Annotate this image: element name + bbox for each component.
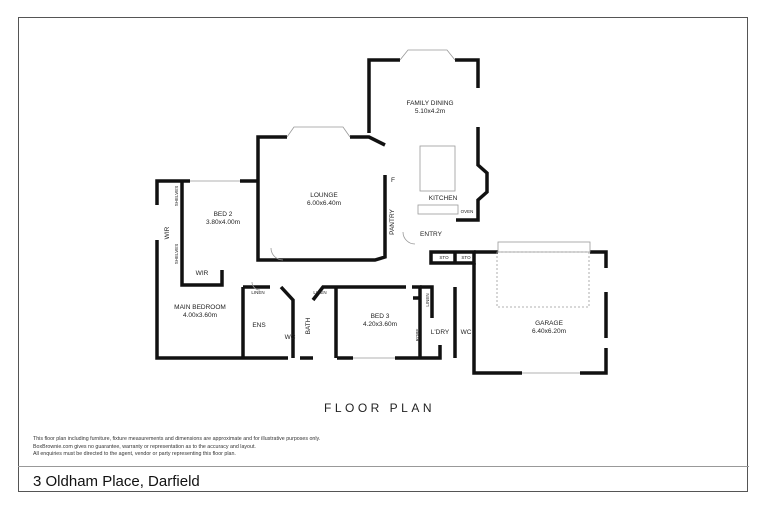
wall-lounge: [256, 135, 387, 262]
wall-wir: [180, 181, 224, 287]
room-entry: ENTRY: [420, 231, 442, 238]
garage-car-space: [496, 251, 590, 308]
room-linen-2: LINEN: [313, 290, 327, 295]
room-name: BED 3: [370, 313, 390, 320]
wall-bath: [241, 285, 336, 358]
disclaimer: This floor plan including furniture, fix…: [33, 436, 320, 459]
bay-window-dining: [399, 49, 456, 61]
room-name: FAMILY DINING: [406, 100, 454, 107]
room-sto-1: STO: [439, 255, 449, 260]
shelves-label-1: SHELVES: [174, 185, 179, 207]
room-sto-2: STO: [461, 255, 471, 260]
room-name: LOUNGE: [310, 192, 338, 199]
room-kitchen: KITCHEN: [428, 195, 458, 202]
room-name: BED 2: [213, 211, 233, 218]
disclaimer-line: BoxBrownie.com gives no guarantee, warra…: [33, 443, 256, 450]
page-frame: [18, 17, 748, 492]
room-size: 4.00x3.60m: [183, 312, 217, 319]
room-wc-1: WC: [284, 334, 296, 341]
fridge-label: F: [391, 177, 395, 184]
shelves-label-2: SHELVES: [174, 243, 179, 265]
door-swings: [251, 231, 416, 291]
garage-door: [497, 241, 591, 253]
room-linen-1: LINEN: [251, 290, 265, 295]
disclaimer-line: This floor plan including furniture, fix…: [33, 436, 321, 442]
room-name: MAIN BEDROOM: [174, 304, 226, 311]
floor-plan-title: FLOOR PLAN: [324, 401, 436, 415]
room-bath: BATH: [305, 317, 312, 335]
room-size: 5.10x4.2m: [414, 108, 446, 115]
kitchen-island: [419, 145, 456, 192]
property-address: 3 Oldham Place, Darfield: [33, 473, 200, 490]
wall-laundry: [413, 285, 457, 358]
wall-family-dining: [367, 58, 489, 222]
room-robe: ROBE: [415, 328, 420, 342]
room-size: 6.00x6.40m: [307, 200, 341, 207]
room-ens: ENS: [252, 322, 266, 329]
oven-label: OVEN: [460, 209, 474, 214]
room-pantry: PANTRY: [389, 209, 396, 235]
room-linen-3: LINEN: [425, 293, 430, 307]
bay-window-lounge: [286, 126, 351, 138]
room-wc-2: WC: [460, 329, 472, 336]
room-name: GARAGE: [535, 320, 563, 327]
divider: [18, 466, 749, 467]
wall-bed2: [155, 179, 258, 360]
room-wir-1: WIR: [164, 226, 171, 240]
room-laundry: L'DRY: [430, 329, 450, 336]
wall-garage: [472, 250, 608, 375]
room-size: 6.40x6.20m: [532, 328, 566, 335]
disclaimer-line: All enquiries must be directed to the ag…: [33, 451, 236, 458]
kitchen-bench: [417, 204, 459, 215]
room-size: 4.20x3.60m: [363, 321, 397, 328]
wall-bottom: [243, 345, 442, 360]
room-wir-2: WIR: [195, 270, 209, 277]
room-size: 3.80x4.00m: [206, 219, 240, 226]
